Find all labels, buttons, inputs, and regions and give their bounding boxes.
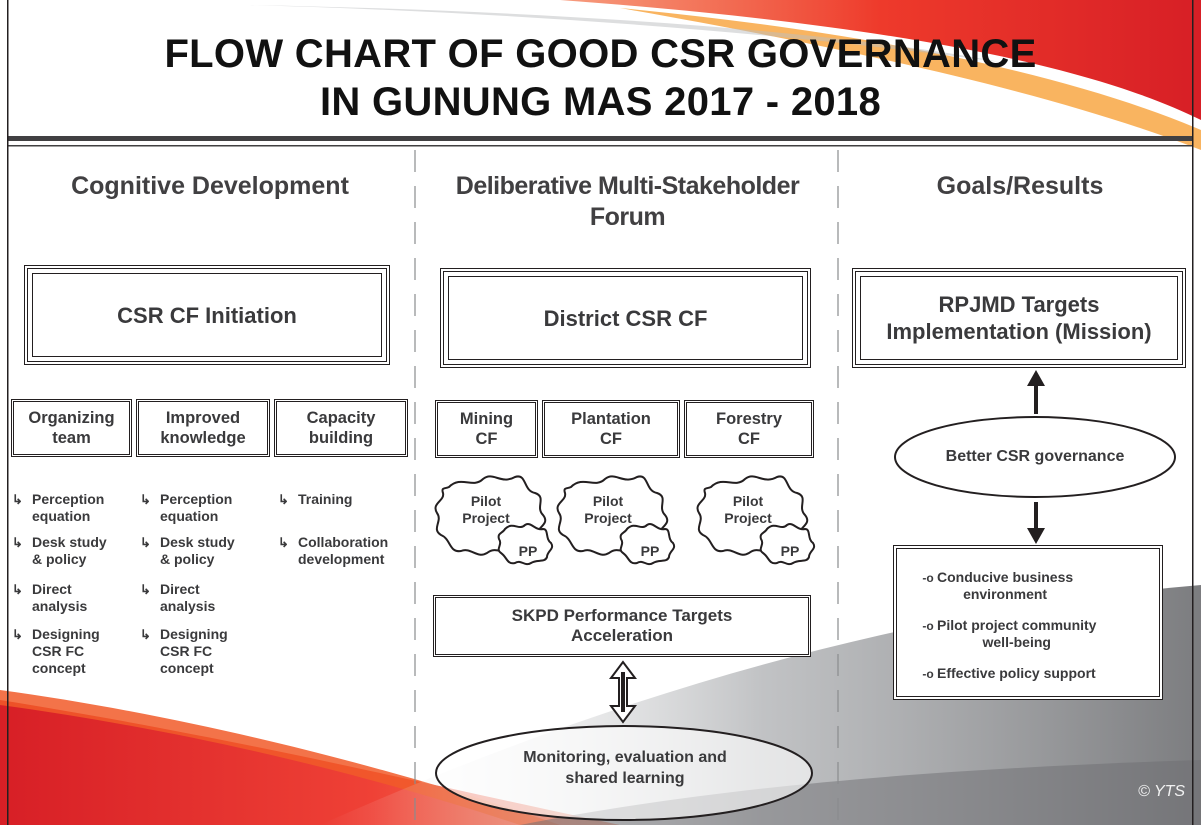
list-item: ↳Direct analysis [12,581,88,614]
pilot-project-label: Pilot Project [724,493,772,526]
governance-ellipse [894,416,1176,498]
csr-cf-initiation-label: CSR CF Initiation [117,302,297,328]
top-red-swoosh [560,0,1201,120]
circle-bullet-icon: -o [922,619,934,633]
header-rule-thick [8,136,1193,141]
improved-knowledge-box: Improved knowledge [136,399,270,457]
capacity-building-label: Capacity building [306,409,376,447]
hook-arrow-icon: ↳ [12,535,23,550]
capacity-building-box: Capacity building [274,399,408,457]
list-item: ↳Perception equation [12,491,105,524]
list-item: ↳Perception equation [140,491,233,524]
skpd-targets-box: SKPD Performance Targets Acceleration [433,595,811,657]
hook-arrow-icon: ↳ [12,492,23,507]
list-item: ↳Desk study & policy [12,534,107,567]
rpjmd-targets-box: RPJMD Targets Implementation (Mission) [852,268,1186,368]
csr-cf-initiation-box: CSR CF Initiation [24,265,390,365]
pilot-project-label: Pilot Project [584,493,632,526]
monitoring-ellipse [435,725,813,821]
forestry-cf-label: Forestry CF [715,410,783,448]
rpjmd-targets-label: RPJMD Targets Implementation (Mission) [886,292,1152,344]
header-rule-thin [8,145,1193,147]
organizing-team-box: Organizing team [11,399,132,457]
circle-bullet-icon: -o [922,667,934,681]
list-item: ↳Collaboration development [278,534,389,567]
heading-goals-results: Goals/Results [936,172,1104,200]
pp-label: PP [780,543,800,559]
arrow-up-icon [1027,370,1045,414]
arrow-down-icon [1027,502,1045,544]
title-line-2: IN GUNUNG MAS 2017 - 2018 [319,80,881,124]
pp-label: PP [518,543,538,559]
list-item: ↳Designing CSR FC concept [140,626,228,676]
pp-label: PP [640,543,660,559]
hook-arrow-icon: ↳ [12,627,23,642]
hook-arrow-icon: ↳ [140,627,151,642]
hook-arrow-icon: ↳ [12,582,23,597]
plantation-cf-box: Plantation CF [542,400,680,458]
list-item: ↳Direct analysis [140,581,216,614]
list-item: ↳Desk study & policy [140,534,235,567]
monitoring-label: Monitoring, evaluation and shared learni… [523,749,727,787]
heading-deliberative-forum: Deliberative Multi-Stakeholder Forum [455,172,800,231]
improved-knowledge-label: Improved knowledge [160,409,246,447]
hook-arrow-icon: ↳ [278,492,289,507]
skpd-targets-label: SKPD Performance Targets Acceleration [511,606,733,645]
hook-arrow-icon: ↳ [140,582,151,597]
list-item: ↳Training [278,491,353,507]
circle-bullet-icon: -o [922,571,934,585]
heading-cognitive-development: Cognitive Development [71,172,349,200]
plantation-cf-label: Plantation CF [571,410,651,448]
double-arrow-icon [609,660,637,724]
mining-cf-box: Mining CF [435,400,538,458]
district-csr-cf-box: District CSR CF [440,268,811,368]
district-csr-cf-label: District CSR CF [543,305,708,331]
governance-label: Better CSR governance [945,448,1125,465]
list-item: ↳Designing CSR FC concept [12,626,100,676]
organizing-team-label: Organizing team [28,409,115,447]
frame-right [1192,0,1194,825]
copyright: © YTS [1138,783,1186,800]
forestry-cf-box: Forestry CF [684,400,814,458]
title-line-1: FLOW CHART OF GOOD CSR GOVERNANCE [164,32,1037,76]
hook-arrow-icon: ↳ [140,492,151,507]
hook-arrow-icon: ↳ [278,535,289,550]
hook-arrow-icon: ↳ [140,535,151,550]
frame-left [7,0,9,825]
pilot-project-label: Pilot Project [462,493,510,526]
mining-cf-label: Mining CF [459,410,514,448]
